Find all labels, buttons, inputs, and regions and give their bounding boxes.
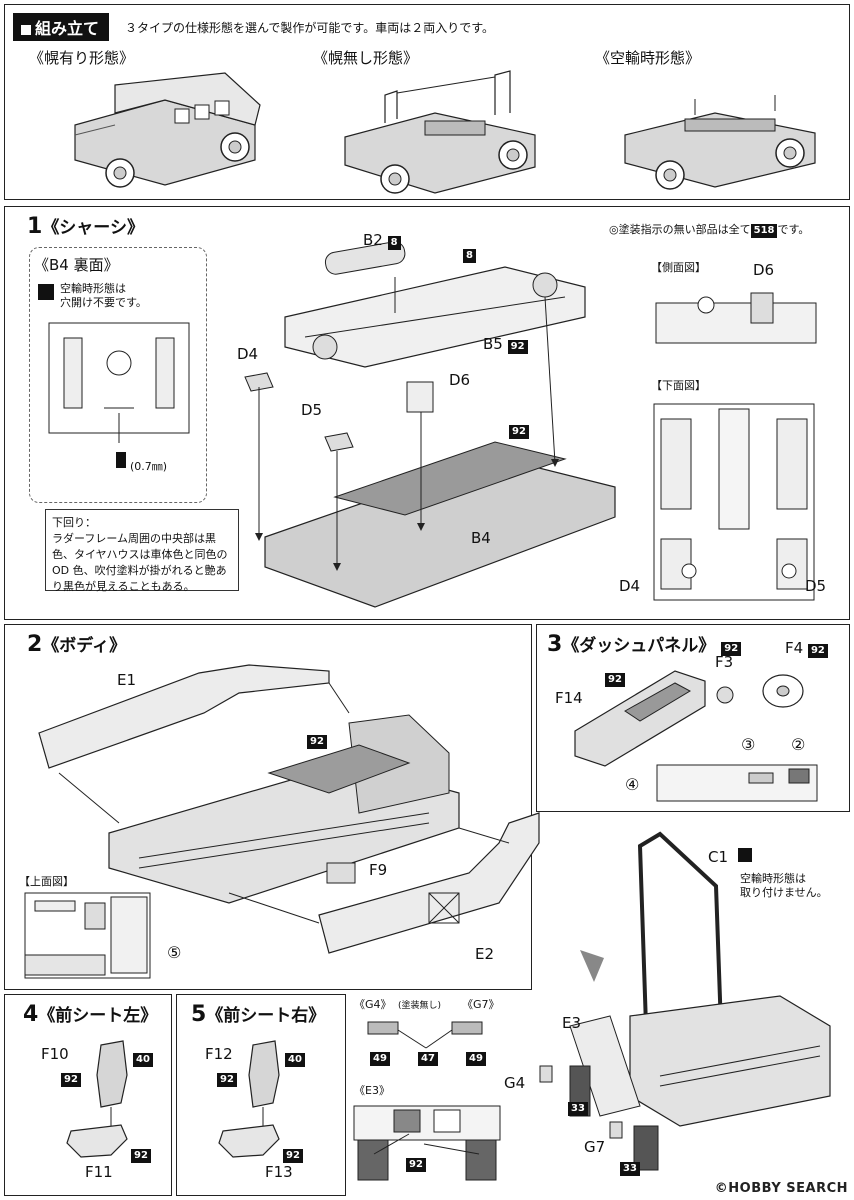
label-e2: E2 [475, 945, 495, 963]
f12-code: 40 [285, 1047, 305, 1067]
label-d4: D4 [237, 345, 259, 363]
body-code: 92 [307, 729, 327, 749]
g-code-right: 49 [466, 1046, 486, 1066]
seat-left-drawing [66, 1040, 128, 1158]
airlift-mark-icon [38, 284, 54, 300]
label-g4: G4 [504, 1074, 526, 1092]
top-view-drawing [24, 892, 151, 979]
label-b2: B2 8 [363, 231, 401, 250]
label-f9: F9 [369, 861, 388, 879]
e3-title: 《E3》 [354, 1084, 390, 1097]
g-code-left: 49 [370, 1046, 390, 1066]
label-e1: E1 [117, 671, 137, 689]
underside-title: 下回り： [52, 516, 96, 529]
step3-panel: 3《ダッシュパネル》 92 92 F14 F3 F4 92 ③ ② ④ [536, 624, 850, 812]
watermark: ©HOBBY SEARCH [714, 1181, 848, 1196]
seat-right-drawing [218, 1040, 280, 1158]
bottom-view-drawing [653, 403, 815, 601]
label-g7: G7 [584, 1138, 606, 1156]
dash-panel-drawing [574, 670, 818, 802]
dash-circ-3: ③ [741, 735, 756, 754]
f11-code: 92 [131, 1143, 151, 1163]
f12-sub-code: 92 [217, 1067, 237, 1087]
step2-title: 2《ボディ》 [27, 632, 127, 657]
b4-underside-box: 《B4 裏面》 空輸時形態は 穴開け不要です。 (0.7㎜) [29, 247, 207, 503]
label-d5: D5 [301, 401, 323, 419]
f10-sub-code: 92 [61, 1067, 81, 1087]
label-d4-bottom: D4 [619, 577, 641, 595]
g4-title: 《G4》 [354, 998, 392, 1011]
underside-line-1: ラダーフレーム周囲の中央部は黒 [52, 532, 217, 545]
label-f13: F13 [265, 1163, 293, 1181]
e3-code: 92 [406, 1152, 426, 1172]
step5-title: 5《前シート右》 [191, 1002, 326, 1027]
dash-circ-2: ② [791, 735, 806, 754]
step1-title: 1《シャーシ》 [27, 214, 144, 239]
side-view-title: 【側面図】 [651, 261, 706, 274]
drill-icon [116, 452, 126, 468]
label-b4-code: 92 [509, 419, 529, 439]
step3-title: 3《ダッシュパネル》 92 [547, 631, 742, 657]
b4-note-2: 穴開け不要です。 [60, 296, 147, 309]
vehicle-airlift-illustration [624, 95, 816, 190]
label-f10: F10 [41, 1045, 69, 1063]
b4-underside-drawing [48, 322, 190, 443]
side-view-drawing [655, 292, 817, 344]
underside-note-box: 下回り： ラダーフレーム周囲の中央部は黒 色、タイヤハウスは車体色と同色の OD… [45, 509, 239, 593]
label-d6-side: D6 [753, 261, 775, 279]
top-view-title: 【上面図】 [19, 875, 74, 888]
label-b4: B4 [471, 529, 491, 547]
b4-note-1: 空輸時形態は [60, 282, 126, 295]
assembly-header: 組み立て [13, 13, 110, 41]
f13-code: 92 [283, 1143, 303, 1163]
underside-line-2: 色、タイヤハウスは車体色と同色の [52, 548, 228, 561]
label-d5-bottom: D5 [805, 577, 827, 595]
form-label-no-hood: 《幌無し形態》 [313, 49, 419, 67]
drill-size: (0.7㎜) [130, 460, 168, 473]
label-b5: B5 92 [483, 335, 528, 354]
rear-assembly-drawing [539, 831, 831, 1171]
step2-panel: 2《ボディ》 E1 92 F9 E2 【上面図】 ⑤ [4, 624, 540, 990]
underside-line-4: り黒色が見えることもある。 [52, 580, 195, 593]
body-exploded-drawing [38, 664, 540, 954]
step5-panel: 5《前シート右》 F12 40 92 92 F13 [176, 994, 346, 1196]
label-f11: F11 [85, 1163, 113, 1181]
form-label-airlift: 《空輸時形態》 [595, 49, 701, 67]
code-33a: 33 [568, 1096, 588, 1116]
label-f12: F12 [205, 1045, 233, 1063]
f14-code: 92 [605, 667, 625, 687]
e3-drawing [353, 1105, 501, 1181]
form-label-hood: 《幌有り形態》 [29, 49, 135, 67]
c1-note-2: 取り付けません。 [740, 886, 828, 899]
g-paint-note: (塗装無し) [398, 1001, 442, 1011]
label-f4: F4 92 [785, 639, 828, 658]
assembly-intro: ３タイプの仕様形態を選んで製作が可能です。車両は２両入りです。 [125, 21, 495, 35]
airlift-mark-icon-c1 [738, 848, 752, 862]
vehicle-no-hood-illustration [344, 70, 536, 194]
underside-line-3: OD 色、吹付塗料が掛がれると艶あ [52, 564, 227, 577]
label-d6: D6 [449, 371, 471, 389]
g-parts-drawing [367, 1021, 483, 1049]
chassis-exploded-drawing [244, 241, 616, 608]
g-code-mid: 47 [418, 1046, 438, 1066]
dash-circ-4: ④ [625, 775, 640, 794]
step4-title: 4《前シート左》 [23, 1002, 158, 1027]
label-f14: F14 [555, 689, 583, 707]
assembly-panel: 組み立て ３タイプの仕様形態を選んで製作が可能です。車両は２両入りです。 《幌有… [4, 4, 850, 200]
label-e3: E3 [562, 1014, 582, 1032]
vehicle-hood-illustration [74, 72, 261, 188]
step4-panel: 4《前シート左》 F10 40 92 92 F11 [4, 994, 172, 1196]
label-c1: C1 [708, 848, 752, 866]
c1-note-1: 空輸時形態は [740, 872, 806, 885]
b4-underside-title: 《B4 裏面》 [34, 256, 119, 274]
f10-code: 40 [133, 1047, 153, 1067]
label-f3: F3 [715, 653, 734, 671]
bottom-view-title: 【下面図】 [651, 379, 706, 392]
label-top-code: 8 [463, 243, 476, 263]
top-view-circ-5: ⑤ [167, 943, 182, 962]
g7-title: 《G7》 [462, 998, 500, 1011]
code-33b: 33 [620, 1156, 640, 1176]
